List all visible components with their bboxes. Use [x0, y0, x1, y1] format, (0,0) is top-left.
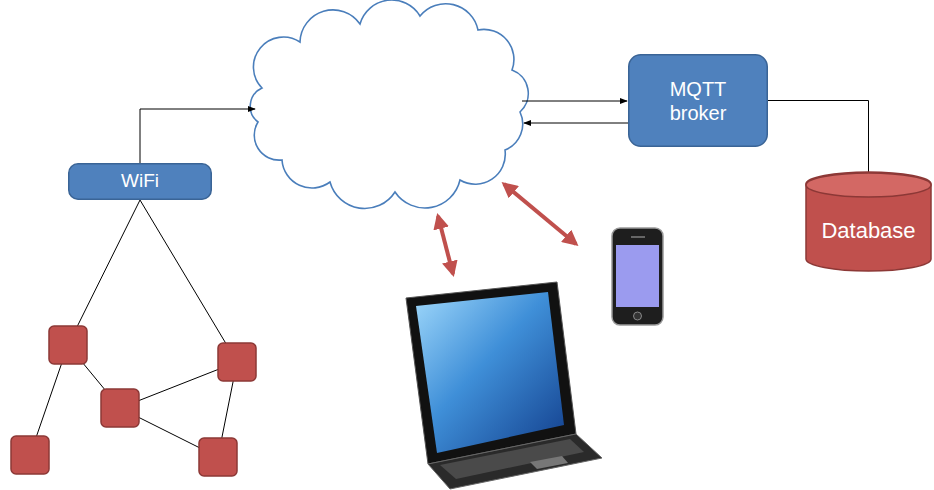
- database-cylinder: Database: [805, 172, 932, 272]
- node-label: MQTT broker: [653, 77, 743, 125]
- laptop-icon: [406, 282, 602, 489]
- sensor-node: [11, 326, 256, 476]
- node-label: Database: [821, 218, 915, 244]
- box-outline: [628, 54, 768, 147]
- link-arrow: [522, 101, 627, 102]
- double-arrow: [504, 184, 576, 244]
- mesh-links: [30, 200, 237, 457]
- link-arrow: [524, 123, 628, 124]
- phone-icon: [612, 228, 663, 325]
- connector: [768, 101, 869, 173]
- process-box: WiFi: [68, 163, 212, 200]
- node-label: WiFi: [121, 170, 159, 193]
- cloud: [250, 0, 528, 208]
- double-arrow: [438, 216, 453, 274]
- process-box: MQTT broker: [628, 54, 768, 147]
- uplink-arrow: [140, 109, 255, 163]
